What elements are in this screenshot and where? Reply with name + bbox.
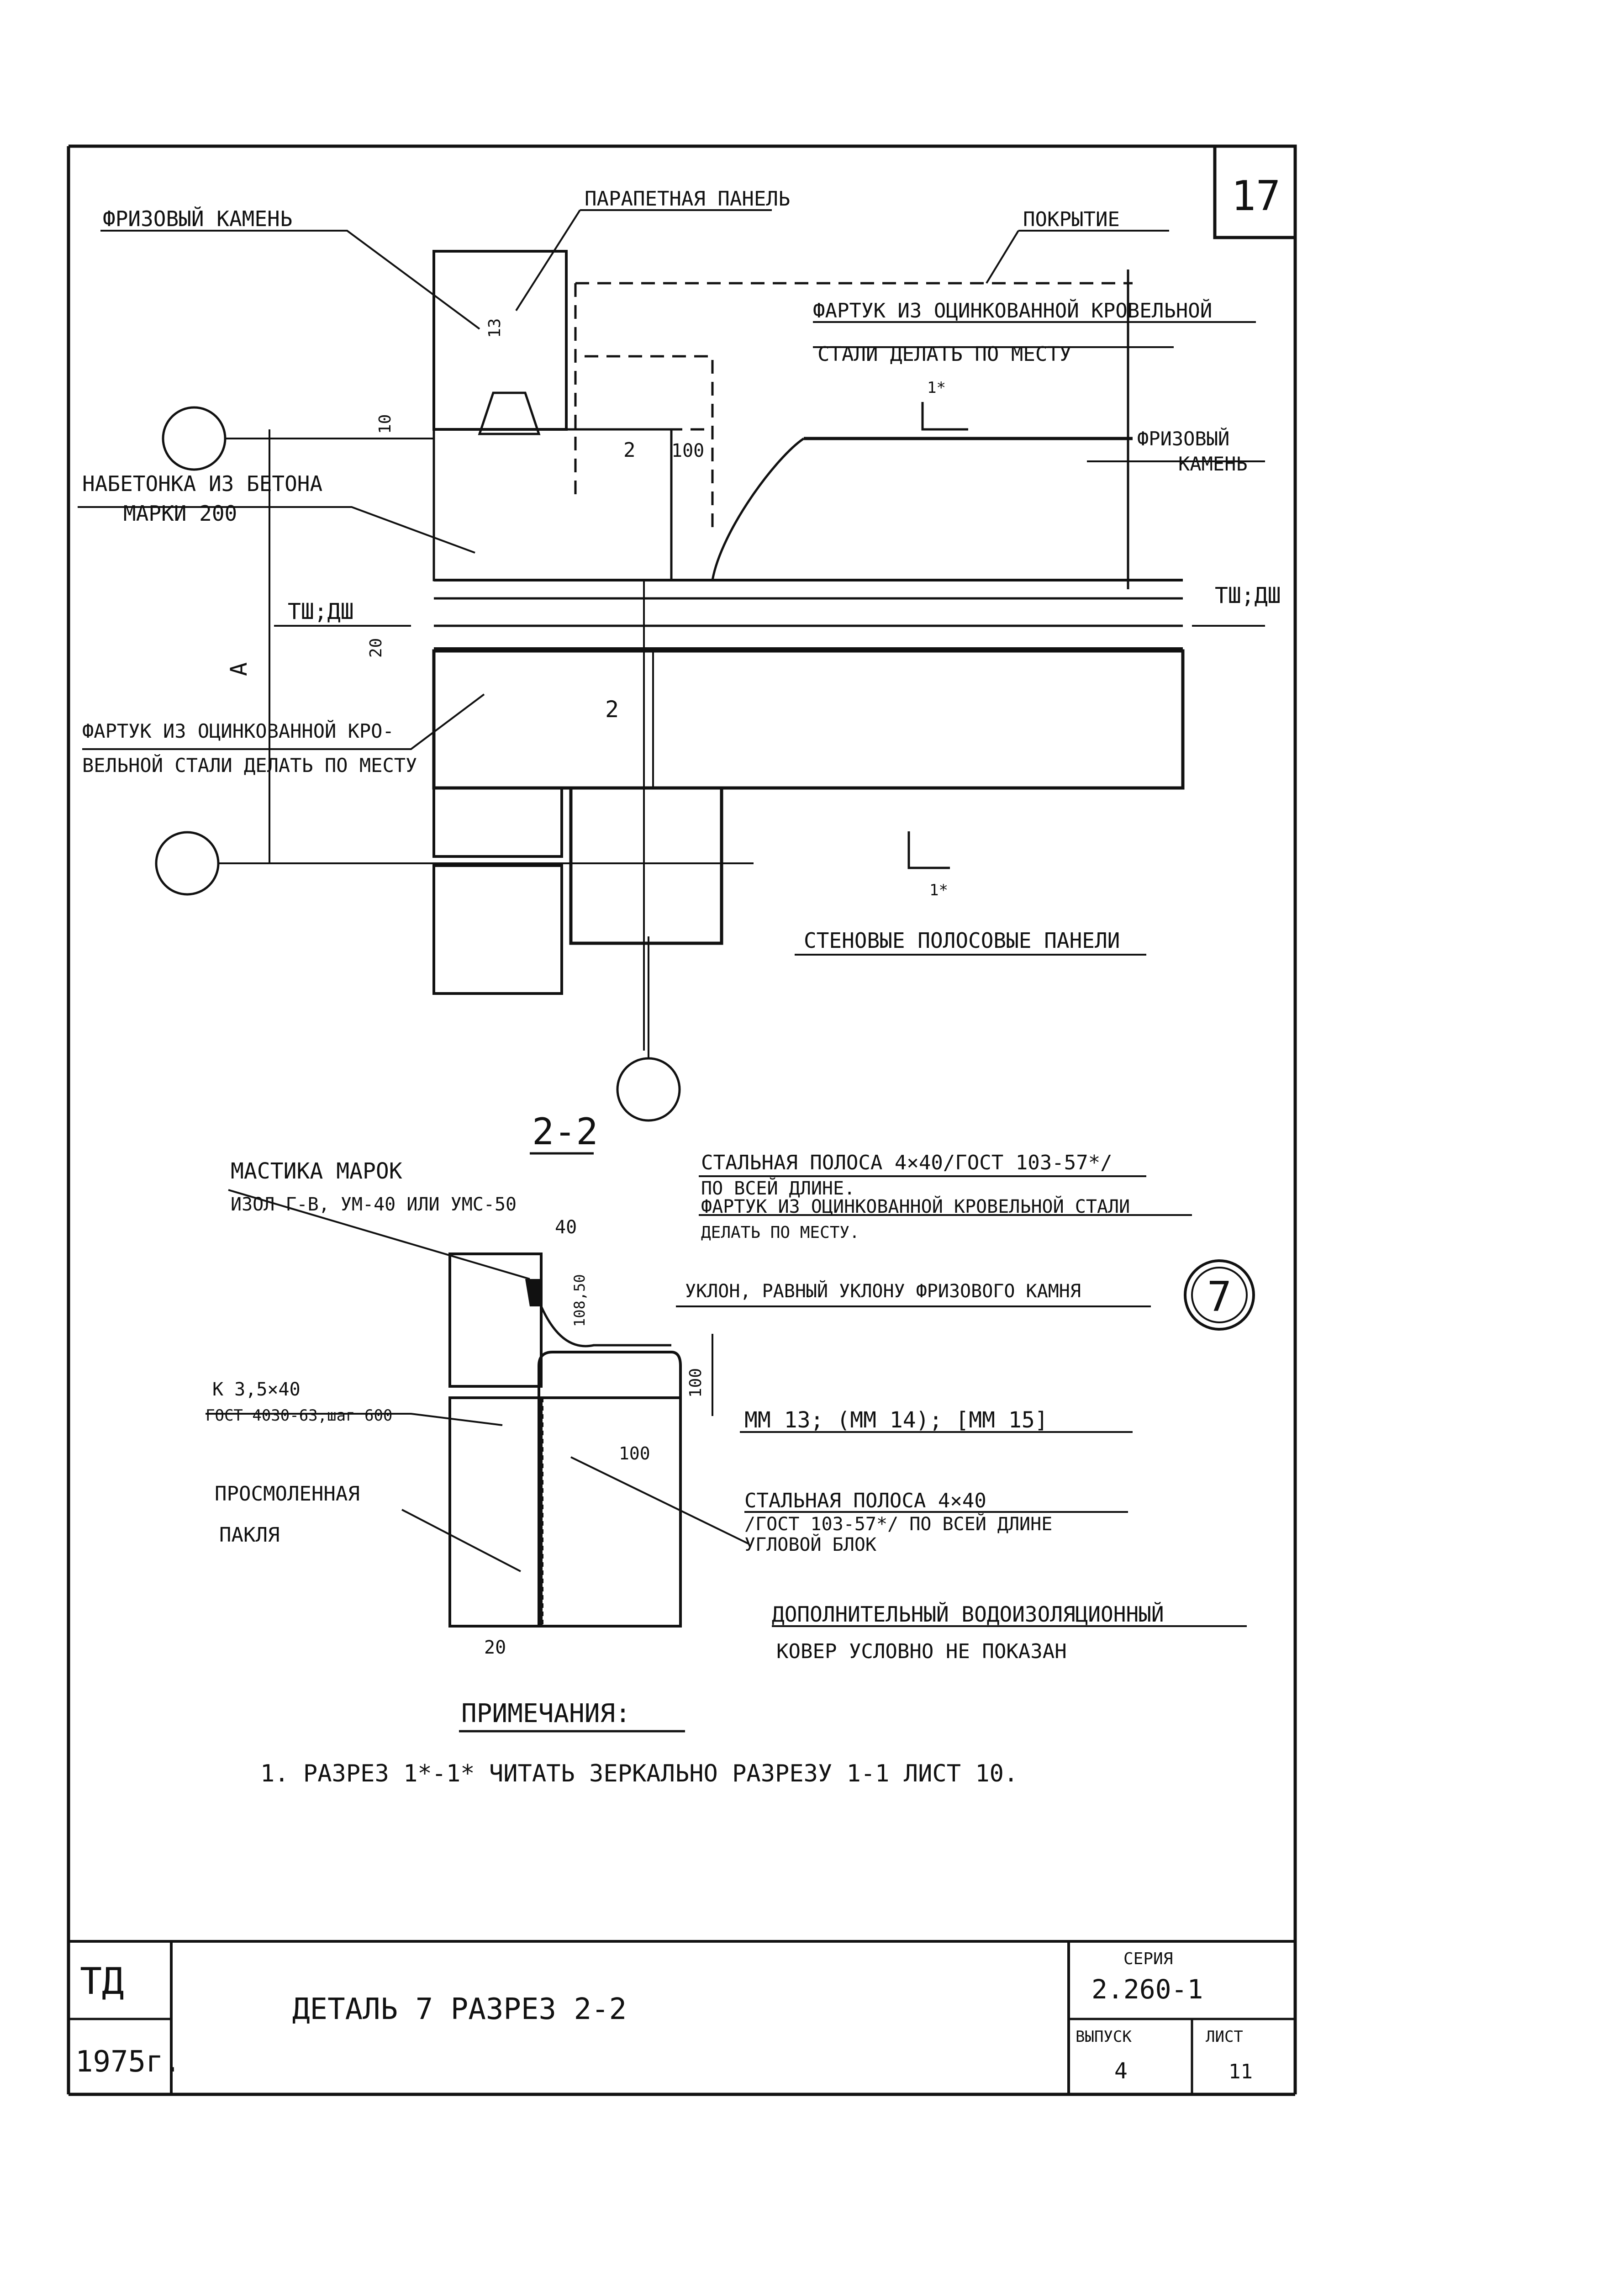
tb-title: ДЕТАЛЬ 7 РАЗРЕЗ 2-2 xyxy=(292,1992,627,2026)
dim-2: 2 xyxy=(623,439,636,462)
label-tsh-dsh-right: ТШ;ДШ xyxy=(1215,583,1281,608)
title-block: ТД 1975г. ДЕТАЛЬ 7 РАЗРЕЗ 2-2 СЕРИЯ 2.26… xyxy=(69,1940,1295,2094)
concrete-topping xyxy=(432,428,673,581)
tb-series-value: 2.260-1 xyxy=(1091,1974,1203,2005)
tb-series-label: СЕРИЯ xyxy=(1123,1950,1173,1968)
detail-circle xyxy=(1184,1259,1255,1331)
label-apron-left-2: ВЕЛЬНОЙ СТАЛИ ДЕЛАТЬ ПО МЕСТУ xyxy=(82,754,417,777)
wall-panel-inner xyxy=(569,786,723,945)
sheet-frame xyxy=(67,144,1297,2096)
label-covering: ПОКРЫТИЕ xyxy=(1023,208,1120,231)
dim-40: 40 xyxy=(555,1217,577,1238)
label-frieze-stone-right-2: КАМЕНЬ xyxy=(1178,453,1248,475)
section-wall-lower xyxy=(448,1396,543,1628)
label-concrete-1: НАБЕТОНКА ИЗ БЕТОНА xyxy=(82,471,322,496)
dim-108-50: 108,50 xyxy=(571,1274,588,1327)
tb-issue-label: ВЫПУСК xyxy=(1076,2028,1132,2046)
label-strip2-2: /ГОСТ 103-57*/ ПО ВСЕЙ ДЛИНЕ xyxy=(744,1513,1052,1535)
label-tow-1: ПРОСМОЛЕННАЯ xyxy=(215,1482,360,1506)
dim-100-a: 100 xyxy=(686,1368,705,1398)
wall-panel-left-upper xyxy=(432,787,563,858)
label-apron-22-1: ФАРТУК ИЗ ОЦИНКОВАННОЙ КРОВЕЛЬНОЙ СТАЛИ xyxy=(701,1195,1130,1217)
label-apron-1: ФАРТУК ИЗ ОЦИНКОВАННОЙ КРОВЕЛЬНОЙ xyxy=(813,298,1212,322)
axis-circle-middle xyxy=(155,831,220,896)
label-block: УГЛОВОЙ БЛОК xyxy=(744,1533,876,1555)
label-carpet-2: КОВЕР УСЛОВНО НЕ ПОКАЗАН xyxy=(776,1640,1067,1663)
dim-2b: 2 xyxy=(605,696,619,723)
label-concrete-2: МАРКИ 200 xyxy=(123,501,237,526)
notes: ПРИМЕЧАНИЯ: 1. РАЗРЕЗ 1*-1* ЧИТАТЬ ЗЕРКА… xyxy=(260,1699,1018,1787)
dim-20: 20 xyxy=(367,638,385,658)
cut-mark-bottom: 1* xyxy=(929,881,948,899)
label-mm: ММ 13; (ММ 14); [ММ 15] xyxy=(744,1407,1048,1433)
upper-detail: А 10 13 20 2 100 2 1* 1* ФРИЗОВЫЙ К xyxy=(78,187,1281,1122)
label-mastic-2: ИЗОЛ Г-В, УМ-40 ИЛИ УМС-50 xyxy=(231,1194,517,1215)
label-k: К 3,5×40 xyxy=(212,1379,301,1400)
label-tow-2: ПАКЛЯ xyxy=(219,1523,279,1547)
label-gost: ГОСТ 4030-63,шаг 600 xyxy=(206,1406,392,1425)
axis-circle-top xyxy=(162,406,227,471)
dim-10: 10 xyxy=(376,414,395,434)
dim-100-b: 100 xyxy=(619,1443,650,1464)
label-apron-2: СТАЛИ ДЕЛАТЬ ПО МЕСТУ xyxy=(817,343,1071,366)
section-2-2: 2-2 7 40 108,5 xyxy=(206,1110,1255,1663)
dim-13: 13 xyxy=(485,318,504,338)
sheet-number: 17 xyxy=(1231,172,1281,220)
dim-20-b: 20 xyxy=(484,1637,506,1658)
label-frieze-stone-top: ФРИЗОВЫЙ КАМЕНЬ xyxy=(103,206,292,231)
tb-year: 1975г. xyxy=(75,2045,181,2079)
label-strip2-1: СТАЛЬНАЯ ПОЛОСА 4×40 xyxy=(744,1489,986,1512)
label-wall-panels: СТЕНОВЫЕ ПОЛОСОВЫЕ ПАНЕЛИ xyxy=(804,928,1120,953)
axis-circle-bottom xyxy=(616,1057,681,1122)
label-mastic-1: МАСТИКА МАРОК xyxy=(231,1158,402,1184)
section-title: 2-2 xyxy=(532,1110,598,1153)
section-wall-upper xyxy=(448,1252,543,1388)
sheet-number-box: 17 xyxy=(1213,144,1297,239)
label-frieze-stone-right-1: ФРИЗОВЫЙ xyxy=(1137,427,1229,450)
parapet-panel-shape xyxy=(432,250,568,431)
tb-sheet-label: ЛИСТ xyxy=(1206,2028,1243,2046)
tb-issue-value: 4 xyxy=(1114,2058,1128,2084)
label-apron-left-1: ФАРТУК ИЗ ОЦИНКОВАННОЙ КРО- xyxy=(82,719,394,742)
tb-org: ТД xyxy=(80,1960,124,2003)
label-apron-22-2: ДЕЛАТЬ ПО МЕСТУ. xyxy=(701,1223,859,1242)
label-tsh-dsh-left: ТШ;ДШ xyxy=(288,599,354,624)
notes-heading: ПРИМЕЧАНИЯ: xyxy=(461,1699,631,1728)
label-slope: УКЛОН, РАВНЫЙ УКЛОНУ ФРИЗОВОГО КАМНЯ xyxy=(685,1280,1081,1302)
detail-mark: 7 xyxy=(1207,1273,1232,1321)
notes-item-1: 1. РАЗРЕЗ 1*-1* ЧИТАТЬ ЗЕРКАЛЬНО РАЗРЕЗУ… xyxy=(260,1760,1018,1787)
dim-100: 100 xyxy=(671,440,704,461)
floor-slab xyxy=(432,649,1185,790)
label-strip-1: СТАЛЬНАЯ ПОЛОСА 4×40/ГОСТ 103-57*/ xyxy=(701,1151,1113,1174)
dim-a: А xyxy=(226,662,252,676)
cut-mark-top: 1* xyxy=(927,379,946,397)
label-strip-2: ПО ВСЕЙ ДЛИНЕ. xyxy=(701,1177,855,1199)
label-parapet-panel: ПАРАПЕТНАЯ ПАНЕЛЬ xyxy=(585,187,790,211)
tb-sheet-value: 11 xyxy=(1229,2060,1253,2083)
label-carpet-1: ДОПОЛНИТЕЛЬНЫЙ ВОДОИЗОЛЯЦИОННЫЙ xyxy=(772,1602,1164,1627)
corner-block xyxy=(538,1351,682,1628)
wall-panel-left-lower xyxy=(432,864,563,995)
